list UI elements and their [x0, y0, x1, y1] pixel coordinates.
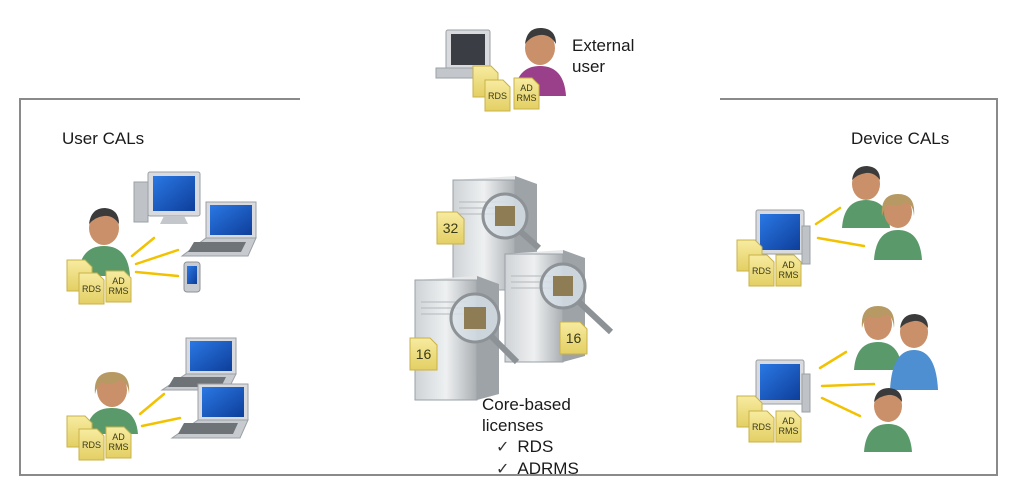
person-icon	[842, 166, 890, 228]
smartphone-icon	[183, 261, 201, 293]
magnifier-icon	[481, 192, 541, 251]
check-icon: ✓	[496, 461, 510, 478]
connection-rays	[138, 392, 182, 428]
server-cluster	[414, 176, 614, 401]
user-cals-title: User CALs	[62, 129, 145, 148]
rds-license-icon: RDS	[78, 428, 105, 461]
rds-license-icon: RDS	[484, 79, 511, 112]
adrms-license-icon: AD RMS	[513, 77, 540, 110]
external-user-label: External user	[572, 36, 635, 76]
connection-rays	[130, 236, 180, 278]
user-cal-group-1	[78, 171, 257, 293]
rds-license-icon: RDS	[748, 254, 775, 287]
core-license-icon: 16	[409, 337, 438, 371]
person-icon	[86, 372, 138, 434]
person-icon	[890, 314, 938, 390]
user-cal-group-2	[86, 337, 249, 439]
laptop-icon	[160, 337, 237, 391]
magnifier-icon	[449, 292, 520, 365]
desktop-monitor-icon	[435, 29, 493, 79]
core-license-icon: 32	[436, 211, 465, 245]
device-cals-title: Device CALs	[851, 129, 950, 148]
desktop-computer-icon	[133, 171, 201, 224]
adrms-license-icon: AD RMS	[105, 270, 132, 303]
person-icon	[874, 194, 922, 260]
core-item-rds: ✓RDS	[496, 437, 554, 456]
connection-rays	[814, 206, 866, 248]
rds-license-icon: RDS	[748, 410, 775, 443]
adrms-license-icon: AD RMS	[775, 410, 802, 443]
device-cal-group-2	[755, 306, 938, 452]
desktop-computer-icon	[755, 209, 811, 265]
core-based-licenses-label: Core-based licenses ✓RDS ✓ADRMS	[482, 395, 579, 478]
person-icon	[854, 306, 902, 370]
laptop-icon	[180, 201, 257, 257]
connection-rays	[818, 350, 876, 418]
rds-license-icon: RDS	[78, 272, 105, 305]
device-cal-group-1	[755, 166, 922, 265]
desktop-computer-icon	[755, 359, 811, 413]
core-license-icon: 16	[559, 321, 588, 355]
adrms-license-icon: AD RMS	[105, 426, 132, 459]
magnifier-icon	[539, 262, 614, 335]
person-icon	[864, 388, 912, 452]
check-icon: ✓	[496, 439, 510, 456]
laptop-icon	[170, 383, 249, 439]
adrms-license-icon: AD RMS	[775, 254, 802, 287]
core-item-adrms: ✓ADRMS	[496, 459, 579, 478]
